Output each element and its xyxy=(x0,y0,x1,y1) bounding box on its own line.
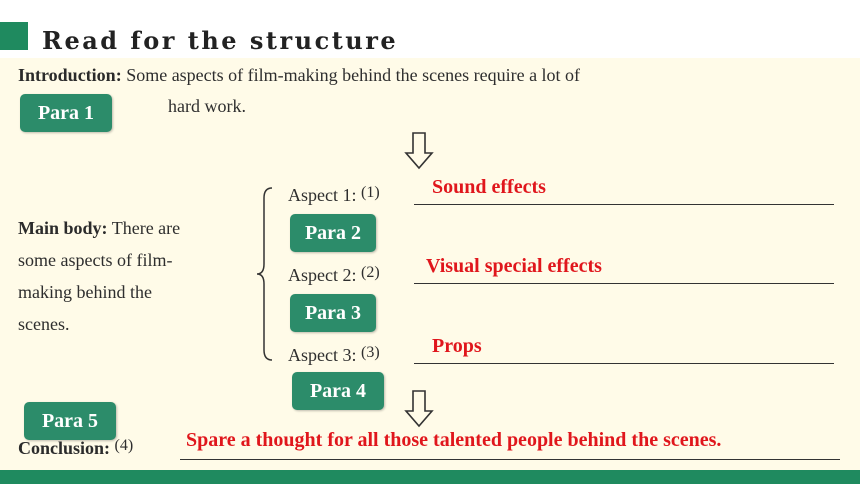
aspect-3-label-row: Aspect 3: (3) xyxy=(288,344,380,366)
conclusion-answer: Spare a thought for all those talented p… xyxy=(186,429,722,451)
aspect-1-number: (1) xyxy=(360,184,380,201)
conclusion-label-row: Conclusion: (4) xyxy=(18,437,133,459)
main-body-text-line-1: There are xyxy=(111,218,181,238)
introduction-text-line-2: hard work. xyxy=(168,96,246,116)
para-5-badge: Para 5 xyxy=(24,402,116,440)
aspect-3-label: Aspect 3: xyxy=(288,345,357,365)
introduction-text-line-1: Some aspects of film-making behind the s… xyxy=(126,65,581,85)
aspect-1-label-row: Aspect 1: (1) xyxy=(288,184,380,206)
down-arrow-icon xyxy=(404,390,434,428)
aspect-2-label-row: Aspect 2: (2) xyxy=(288,264,380,286)
header-accent-square xyxy=(0,22,28,50)
introduction-line-1: Introduction: Some aspects of film-makin… xyxy=(18,65,580,86)
aspect-1-label: Aspect 1: xyxy=(288,185,357,205)
down-arrow-icon xyxy=(404,132,434,170)
conclusion-number: (4) xyxy=(114,437,134,454)
aspect-3-answer-line xyxy=(414,363,834,364)
conclusion-answer-line xyxy=(180,459,840,460)
main-body-text-line-4: scenes. xyxy=(18,314,70,334)
curly-brace-icon xyxy=(256,187,273,361)
conclusion-label: Conclusion: xyxy=(18,438,111,458)
para-1-badge: Para 1 xyxy=(20,94,112,132)
main-body-label: Main body: xyxy=(18,218,108,238)
para-2-badge: Para 2 xyxy=(290,214,376,252)
para-3-badge: Para 3 xyxy=(290,294,376,332)
main-body-text-line-2: some aspects of film- xyxy=(18,250,173,270)
aspect-1-answer-line xyxy=(414,204,834,205)
aspect-2-answer: Visual special effects xyxy=(426,255,602,277)
main-body-text-line-3: making behind the xyxy=(18,282,152,302)
aspect-1-answer: Sound effects xyxy=(432,176,546,198)
introduction-label: Introduction: xyxy=(18,65,122,85)
aspect-3-answer: Props xyxy=(432,335,482,357)
aspect-2-answer-line xyxy=(414,283,834,284)
aspect-3-number: (3) xyxy=(360,344,380,361)
main-body-line-1: Main body: There are xyxy=(18,218,180,239)
content-panel xyxy=(0,58,860,470)
page-title: Read for the structure xyxy=(42,26,399,55)
footer-bar xyxy=(0,470,860,484)
para-4-badge: Para 4 xyxy=(292,372,384,410)
aspect-2-number: (2) xyxy=(360,264,380,281)
aspect-2-label: Aspect 2: xyxy=(288,265,357,285)
